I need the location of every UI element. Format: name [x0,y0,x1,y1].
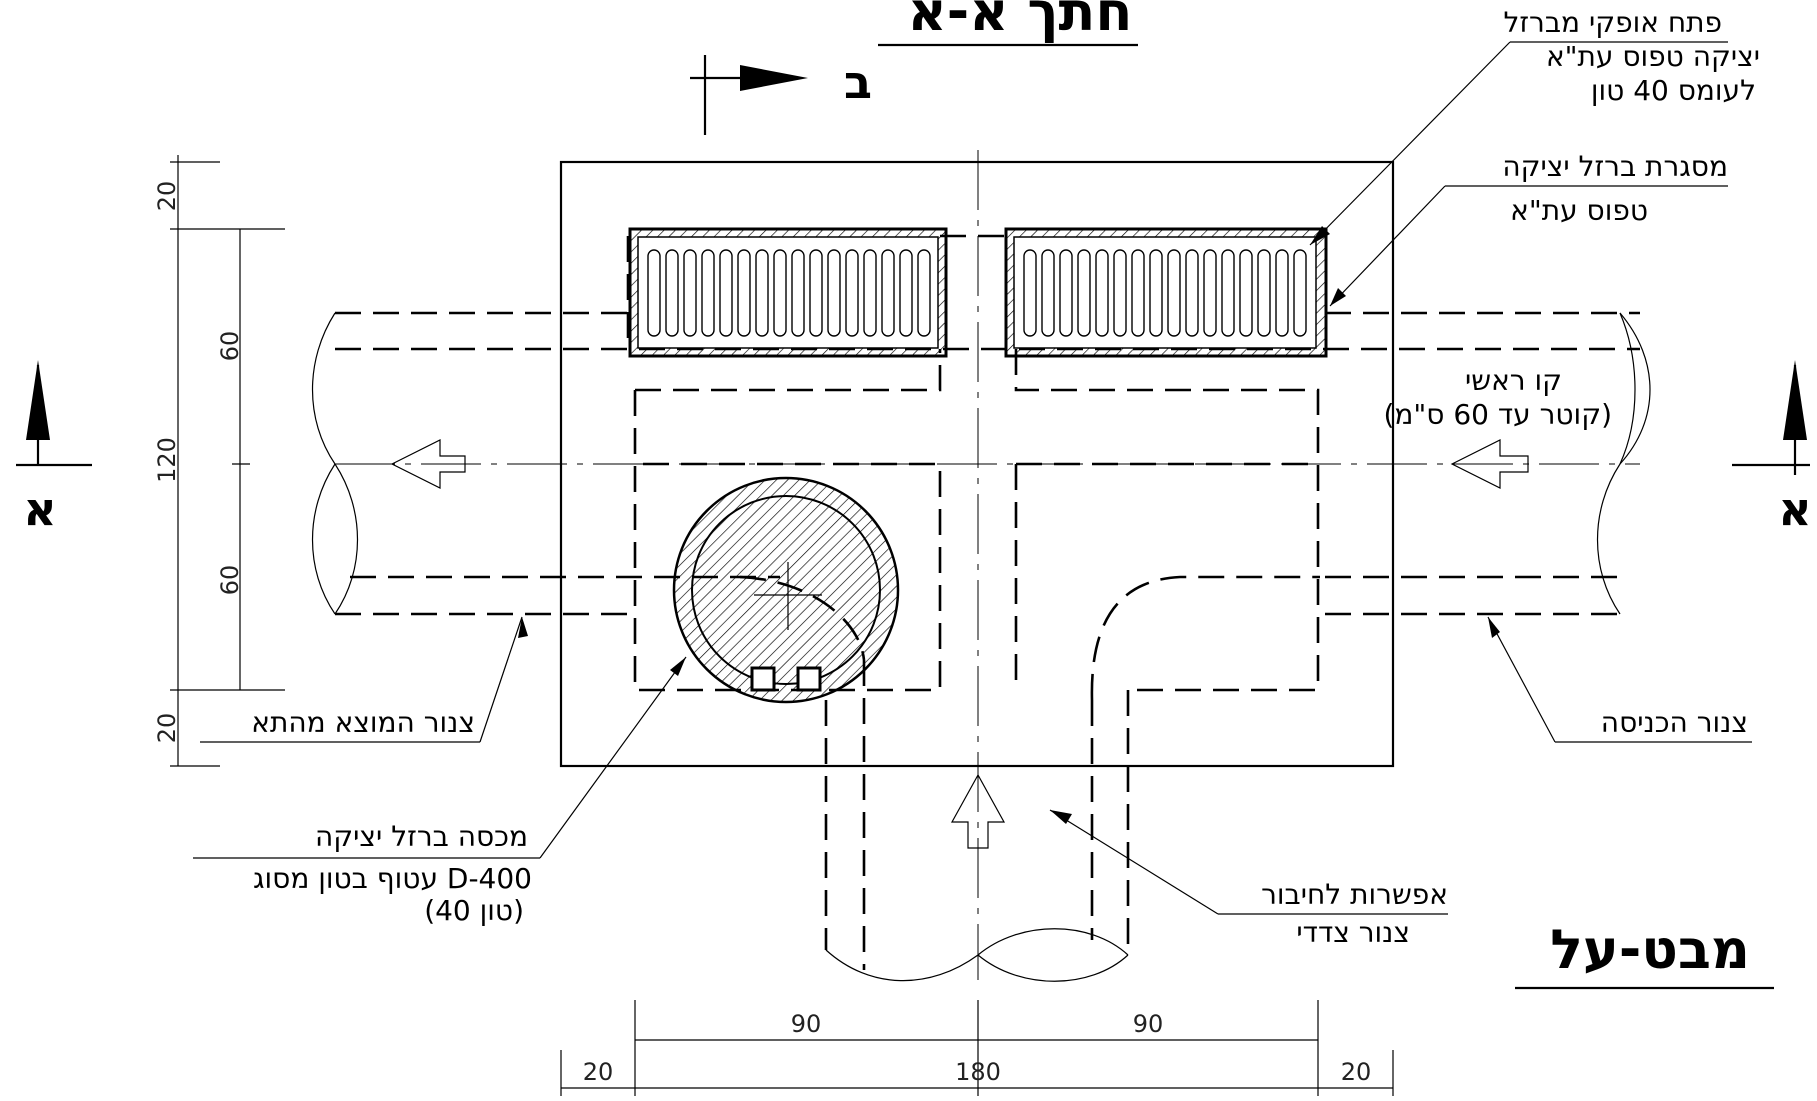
svg-text:180: 180 [955,1058,1001,1086]
flow-arrow-left [390,439,466,489]
grate-slot [845,249,859,337]
svg-text:צנור צדדי: צנור צדדי [1296,916,1410,949]
svg-text:מסגרת ברזל יציקה: מסגרת ברזל יציקה [1502,150,1728,183]
svg-text:אפשרות לחיבור: אפשרות לחיבור [1261,878,1448,911]
label-horizontal-opening: פתח אופקי מברזל יציקה טפוס עת"א לעומס 40… [1309,6,1760,246]
grate-slot [1059,249,1073,337]
grate-slot [737,249,751,337]
grate-slot [1185,249,1199,337]
section-mark-a-left: א [16,360,92,536]
grate-slot [1221,249,1235,337]
grate-slot [1203,249,1217,337]
svg-text:יציקה טפוס עת"א: יציקה טפוס עת"א [1546,40,1760,73]
grate-slot [1113,249,1127,337]
label-inlet-pipe: צנור הכניסה [1487,616,1752,743]
section-mark-a-right: א [1732,360,1812,536]
grate-slot [1149,249,1163,337]
grate-slot [809,249,823,337]
svg-text:90: 90 [1133,1010,1164,1038]
label-side-connection: אפשרות לחיבור צנור צדדי [1049,809,1448,949]
plan-title: מבט-על [1515,918,1774,990]
svg-text:מכסה ברזל יציקה: מכסה ברזל יציקה [315,820,528,853]
grate-slot [1077,249,1091,337]
grate-slot [1131,249,1145,337]
grate-slot [683,249,697,337]
grate-slot [881,249,895,337]
svg-text:60: 60 [216,331,244,362]
svg-text:קו ראשי: קו ראשי [1465,364,1562,397]
manhole-cover [672,476,900,704]
grate-slot [719,249,733,337]
grate-slot [755,249,769,337]
grate-slot [1023,249,1037,337]
grate-slot [1239,249,1253,337]
grate-slot [827,249,841,337]
svg-text:20: 20 [583,1058,614,1086]
grate-slot [647,249,661,337]
svg-text:א: א [23,482,57,536]
svg-text:20: 20 [1341,1058,1372,1086]
svg-text:טפוס עת"א: טפוס עת"א [1510,194,1648,227]
grate-slot [917,249,931,337]
flow-arrow-right [1450,439,1529,489]
vertical-dimensions: 20 60 120 60 20 [153,155,285,767]
svg-text:חתך א-א: חתך א-א [907,0,1132,43]
svg-text:ב: ב [844,55,872,109]
grate-slot [1041,249,1055,337]
flow-arrow-bottom [950,773,1006,849]
grate-left [628,227,948,358]
grate-slot [863,249,877,337]
label-cover: מכסה ברזל יציקה עטוף בטון מסוג D-400 (40… [193,656,687,927]
svg-text:20: 20 [153,713,181,744]
label-outlet-pipe: צנור המוצא מהתא [200,616,528,743]
section-title: חתך א-א [878,0,1138,47]
horizontal-dimensions: 90 90 20 180 20 [560,1000,1394,1096]
section-mark-b: ב [690,55,872,135]
grate-slot [1095,249,1109,337]
label-main-line: קו ראשי (קוטר עד 60 ס"מ) [1383,364,1612,431]
svg-text:לעומס 40 טון: לעומס 40 טון [1591,74,1756,107]
svg-text:א: א [1778,482,1812,536]
svg-text:פתח אופקי מברזל: פתח אופקי מברזל [1503,6,1722,39]
svg-text:צנור המוצא מהתא: צנור המוצא מהתא [251,706,475,739]
grate-slot [1167,249,1181,337]
svg-text:(קוטר עד 60 ס"מ): (קוטר עד 60 ס"מ) [1383,398,1612,431]
side-pipe [739,575,1320,982]
grate-slot [701,249,715,337]
grate-slot [899,249,913,337]
grate-slot [773,249,787,337]
grate-slot [1293,249,1307,337]
svg-text:120: 120 [153,437,181,483]
label-frame: מסגרת ברזל יציקה טפוס עת"א [1329,150,1728,307]
svg-text:20: 20 [153,181,181,212]
svg-text:מבט-על: מבט-על [1550,918,1750,981]
svg-text:צנור הכניסה: צנור הכניסה [1601,706,1748,739]
grate-slot [1275,249,1289,337]
grate-right [1004,227,1328,358]
grate-slot [665,249,679,337]
grate-slot [791,249,805,337]
svg-text:(40 טון): (40 טון) [424,894,524,927]
grate-slot [1257,249,1271,337]
svg-text:עטוף בטון מסוג D-400: עטוף בטון מסוג D-400 [253,862,532,895]
svg-text:90: 90 [791,1010,822,1038]
inner-dashed-walls [626,234,1320,692]
svg-text:60: 60 [216,565,244,596]
